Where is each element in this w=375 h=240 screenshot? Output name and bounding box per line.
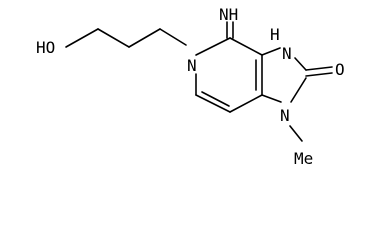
bond-c2-o-2 [305, 72, 333, 77]
bond-c3a-n3 [261, 47, 281, 56]
hydroxyl-label: HO [36, 38, 55, 57]
ring-nh-hydrogen-label: H [270, 25, 280, 44]
carbonyl-oxygen-label: O [335, 60, 345, 79]
structure-canvas: HO NH N H N O N Me [36, 5, 345, 168]
bond-n3-c2 [294, 57, 307, 71]
bond-n5-c4 [195, 37, 231, 56]
bond-c2-o [305, 66, 333, 71]
bond-n1-c7a [261, 94, 282, 103]
bond-c2-c3 [128, 28, 161, 48]
ring-nitrogen-nh-label: N [282, 44, 292, 63]
bond-c7a-c7 [229, 94, 263, 113]
ring-nitrogen-methyl-label: N [280, 106, 290, 125]
ring-nitrogen-pyridine-label: N [187, 56, 197, 75]
methyl-label: Me [294, 149, 313, 168]
bond-n1-me [289, 125, 303, 142]
bond-c4-c3a [229, 37, 263, 56]
bond-c1-c2 [97, 28, 130, 48]
bond-c7-c6 [195, 94, 231, 113]
bond-c2-n1 [290, 77, 307, 103]
bond-o-c1 [65, 28, 99, 48]
imine-label: NH [219, 5, 238, 24]
bond-c3-n5 [159, 28, 187, 46]
chemical-structure: HO NH N H N O N Me [36, 5, 345, 168]
bond-c7-c6-inner [201, 91, 230, 107]
